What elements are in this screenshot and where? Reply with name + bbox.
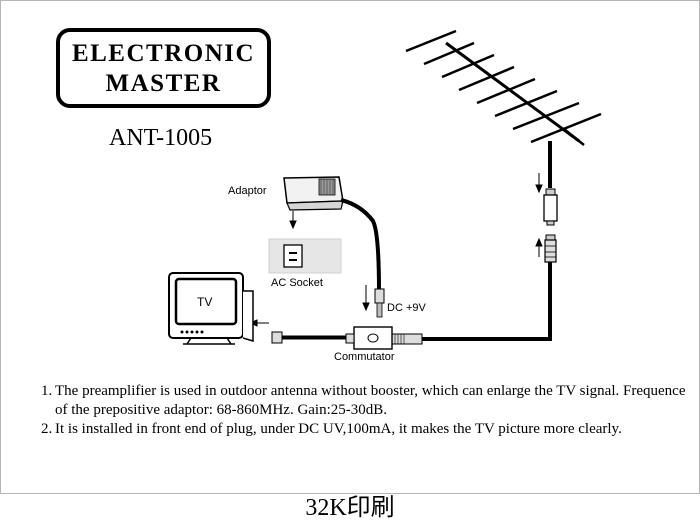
brand-logo-line-1: ELECTRONIC [71, 40, 256, 67]
yagi-antenna [405, 29, 602, 146]
antenna-element [423, 41, 475, 66]
antenna-element [512, 101, 580, 131]
print-size-caption: 32K印刷 [305, 495, 395, 521]
television [168, 272, 254, 345]
antenna-installation-diagram [168, 29, 602, 350]
note-number: 2. [41, 421, 53, 437]
antenna-plug [544, 234, 557, 263]
adaptor-plug [374, 288, 385, 318]
antenna-element [476, 77, 536, 105]
commutator-label: Commutator [334, 351, 395, 363]
model-number: ANT-1005 [109, 125, 213, 151]
antenna-cable-lower [422, 262, 552, 341]
commutator [345, 326, 423, 350]
tv-screen-label: TV [197, 295, 213, 309]
brand-logo-line-2: MASTER [105, 70, 222, 97]
adaptor-cable [340, 198, 381, 292]
brand-logo-box: ELECTRONIC MASTER [56, 28, 271, 108]
power-adaptor [283, 176, 344, 211]
ac-socket-label: AC Socket [271, 277, 323, 289]
diagram-frame: ELECTRONIC MASTER ANT-1005 [0, 0, 700, 494]
note-text: The preamplifier is used in outdoor ante… [55, 383, 686, 418]
adaptor-down-arrow [362, 285, 370, 312]
connection-arrows [535, 173, 543, 257]
antenna-element [458, 65, 515, 92]
antenna-mount-bracket [563, 128, 585, 146]
ac-socket [268, 238, 342, 274]
inline-connector [543, 188, 558, 226]
tv-cable [271, 331, 346, 344]
socket-arrow [289, 211, 297, 230]
instruction-notes: 1. The preamplifier is used in outdoor a… [41, 382, 691, 439]
note-item: 2. It is installed in front end of plug,… [41, 420, 691, 439]
antenna-element [405, 29, 457, 53]
antenna-element [530, 112, 602, 144]
adaptor-label: Adaptor [228, 185, 267, 197]
note-number: 1. [41, 383, 53, 399]
dc-voltage-label: DC +9V [387, 302, 426, 314]
antenna-element [441, 53, 495, 79]
note-text: It is installed in front end of plug, un… [55, 421, 622, 437]
antenna-elements [405, 29, 602, 144]
note-item: 1. The preamplifier is used in outdoor a… [41, 382, 691, 420]
antenna-element [494, 89, 558, 118]
antenna-boom [445, 41, 580, 143]
